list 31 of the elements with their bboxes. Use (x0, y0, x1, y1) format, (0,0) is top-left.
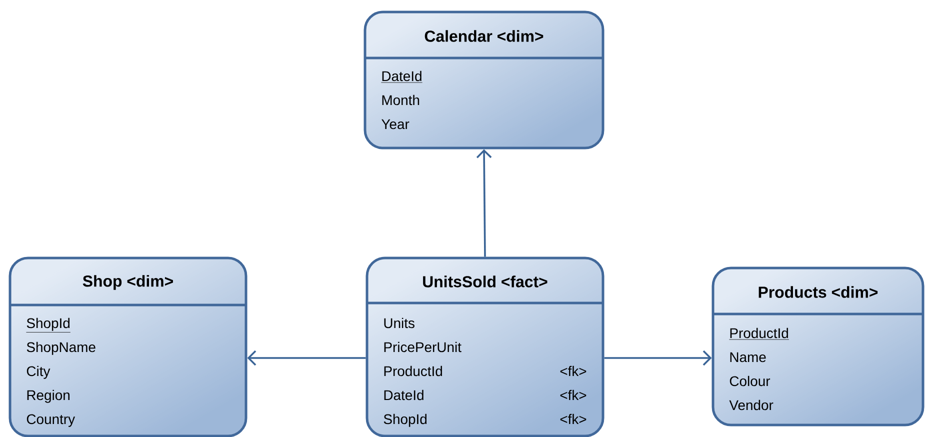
field-name: Country (26, 414, 76, 427)
table-box (8, 256, 248, 437)
arrow (476, 149, 492, 257)
field-name: Region (27, 390, 70, 403)
table-box (366, 256, 604, 437)
fk-marker: <fk> (560, 366, 586, 376)
field-name: DateId (381, 70, 422, 83)
table-title: UnitsSold <fact> (423, 276, 548, 288)
fk-marker: <fk> (560, 414, 586, 424)
table-title: Calendar <dim> (424, 30, 544, 42)
field-name: Colour (730, 376, 770, 386)
field-name: City (26, 366, 50, 379)
field-name: Vendor (729, 400, 774, 410)
table-box (364, 10, 604, 150)
table-box (712, 266, 924, 426)
table-title: Products <dim> (758, 286, 878, 298)
field-name: Name (730, 352, 766, 362)
field-name: PricePerUnit (384, 342, 462, 352)
table-title: Shop <dim> (82, 275, 173, 290)
field-name: ShopName (26, 342, 96, 355)
arrow (247, 350, 366, 366)
field-name: ShopId (384, 414, 426, 427)
arrow (604, 350, 712, 366)
field-name: Year (382, 119, 410, 130)
field-name: DateId (384, 390, 424, 400)
fk-marker: <fk> (560, 390, 586, 400)
field-name: ProductId (384, 366, 442, 376)
field-name: Units (384, 318, 414, 328)
field-name: ProductId (729, 328, 790, 340)
field-name: Month (382, 94, 420, 106)
field-name: ShopId (26, 318, 71, 332)
